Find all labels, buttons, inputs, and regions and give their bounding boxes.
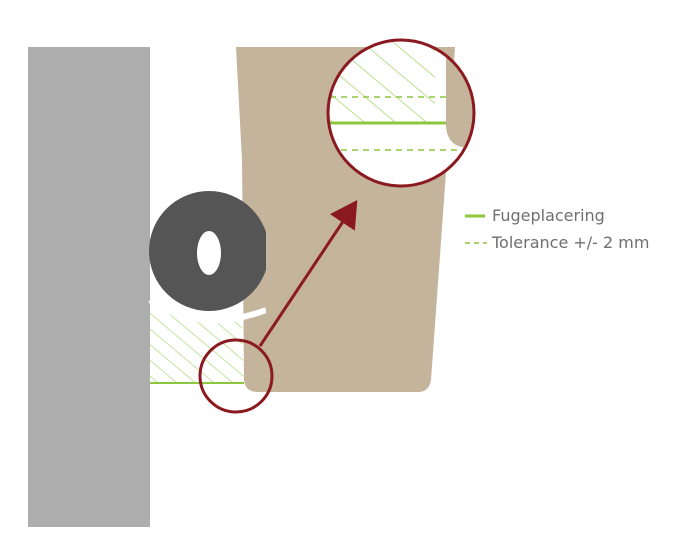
backer-rod-hole <box>197 231 221 275</box>
legend-joint-placement-label: Fugeplacering <box>492 206 605 225</box>
detail-circle-small <box>198 338 274 414</box>
callout-arrow-icon <box>258 200 358 347</box>
legend: Fugeplacering Tolerance +/- 2 mm <box>465 206 649 252</box>
left-wall <box>28 47 150 527</box>
legend-tolerance-label: Tolerance +/- 2 mm <box>491 233 649 252</box>
joint-hatch-area <box>150 305 244 383</box>
